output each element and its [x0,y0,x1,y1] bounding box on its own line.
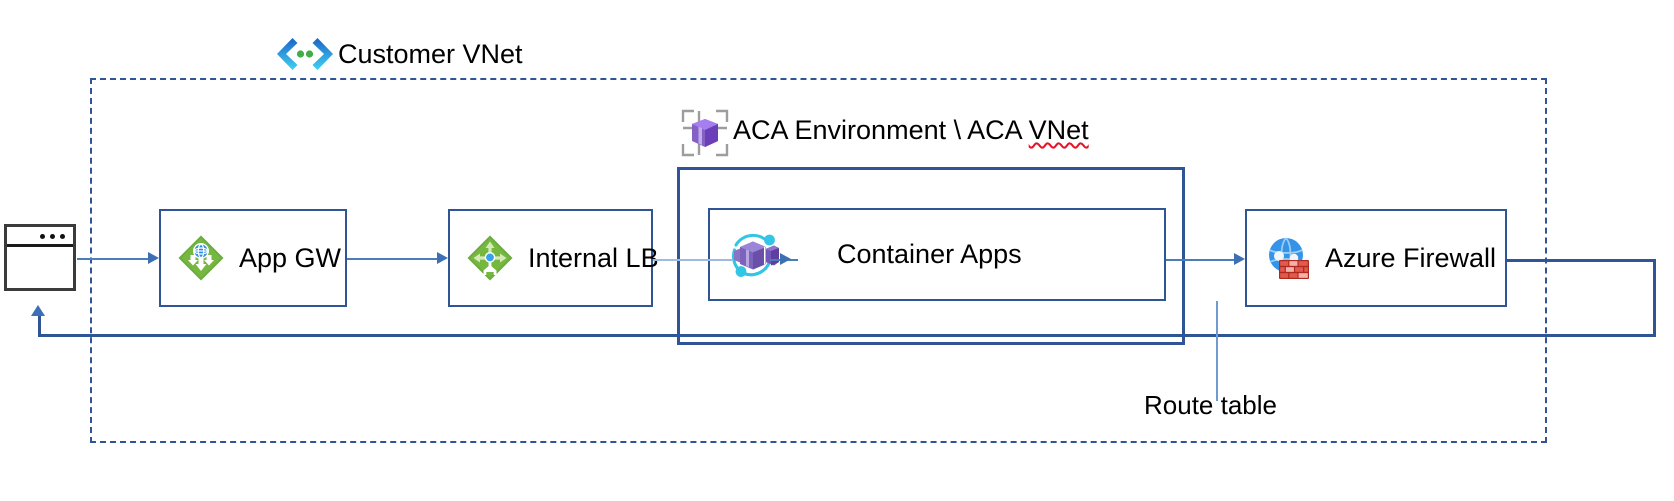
aca-environment-label-text: ACA Environment \ ACA [733,115,1029,145]
container-apps-label: Container Apps [837,239,1022,269]
azure-firewall-label: Azure Firewall [1325,242,1497,273]
browser-window-icon [4,224,76,291]
application-gateway-icon [177,234,225,282]
arrowhead-appgw-to-ilb [437,252,448,264]
return-path-top-segment [1507,259,1653,262]
browser-titlebar [7,227,73,247]
aca-vnet-spellchecked-word: VNet [1028,115,1089,145]
customer-vnet-label: Customer VNet [338,39,523,69]
route-table-label: Route table [1144,390,1277,420]
internal-lb-node[interactable]: Internal LB [448,209,659,307]
browser-dot-3 [60,234,65,239]
return-path-left-vertical [38,316,41,336]
arrowhead-client-to-appgw [148,252,159,264]
aca-environment-label: ACA Environment \ ACA VNet [733,117,1089,144]
arrowhead-containerapps-internal [780,253,791,265]
connector-appgw-to-ilb [347,258,437,260]
vnet-chevron-icon [276,36,334,72]
container-apps-node[interactable]: Container Apps [708,208,1166,301]
azure-firewall-node[interactable]: Azure Firewall [1245,209,1507,307]
arrowhead-containerapps-to-firewall [1234,253,1245,265]
container-apps-icon [724,228,782,282]
return-path-bottom-segment [38,334,1656,337]
aca-environment-boundary [677,167,1185,345]
load-balancer-icon [466,234,514,282]
browser-dot-1 [40,234,45,239]
app-gw-label: App GW [239,242,342,273]
return-path-right-vertical [1653,259,1656,335]
browser-dot-2 [50,234,55,239]
connector-client-to-appgw [77,258,148,260]
connector-ilb-to-containerapps [653,259,733,261]
app-gw-node[interactable]: App GW [159,209,347,307]
azure-firewall-icon [1263,234,1311,282]
aca-environment-cube-icon [680,108,730,158]
connector-containerapps-to-firewall [1166,259,1234,261]
arrowhead-return-to-client [31,305,45,316]
internal-lb-label: Internal LB [528,242,659,273]
route-table-leader-line [1216,301,1218,401]
